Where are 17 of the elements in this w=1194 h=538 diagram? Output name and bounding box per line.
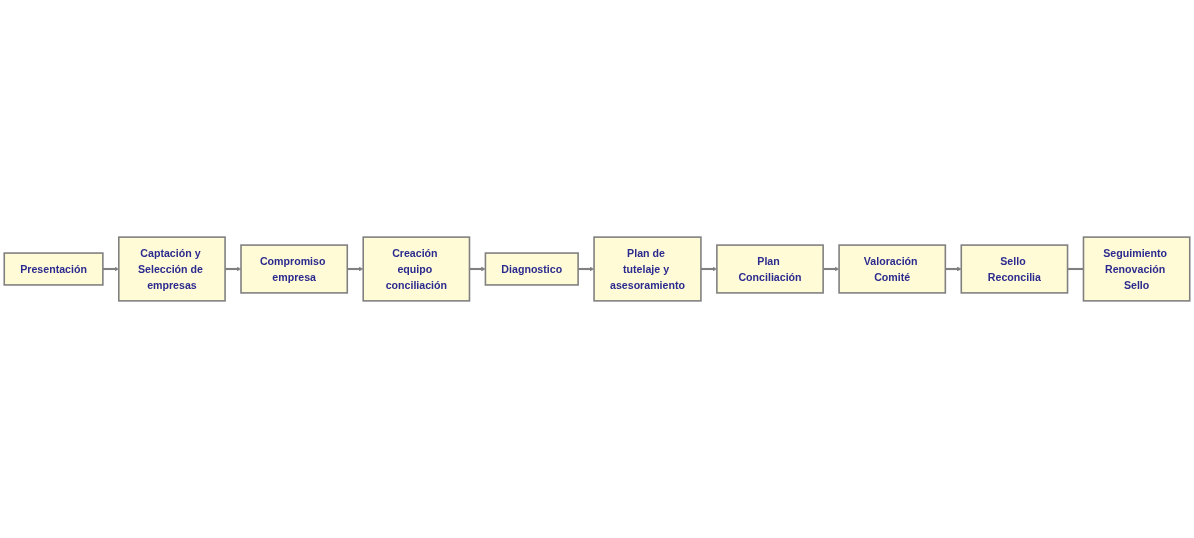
node-box: Plan Conciliación — [716, 244, 824, 294]
arrow — [469, 266, 486, 272]
node-box: Plan de tutelaje y asesoramiento — [593, 236, 702, 302]
node-box: Valoración Comité — [838, 244, 947, 294]
node-box: Presentación — [3, 252, 104, 286]
node-box: Creación equipo conciliación — [362, 236, 471, 302]
arrow — [945, 266, 962, 272]
arrow — [578, 266, 595, 272]
arrow — [225, 266, 242, 272]
arrow — [823, 266, 840, 272]
node-box: Captación y Selección de empresas — [118, 236, 226, 302]
node-box: Diagnostico — [484, 252, 579, 286]
node-box: Seguimiento Renovación Sello — [1082, 236, 1191, 302]
node-box: Compromiso empresa — [240, 244, 349, 294]
arrow — [102, 266, 119, 272]
node-box: Sello Reconcilia — [960, 244, 1069, 294]
arrow — [347, 266, 364, 272]
